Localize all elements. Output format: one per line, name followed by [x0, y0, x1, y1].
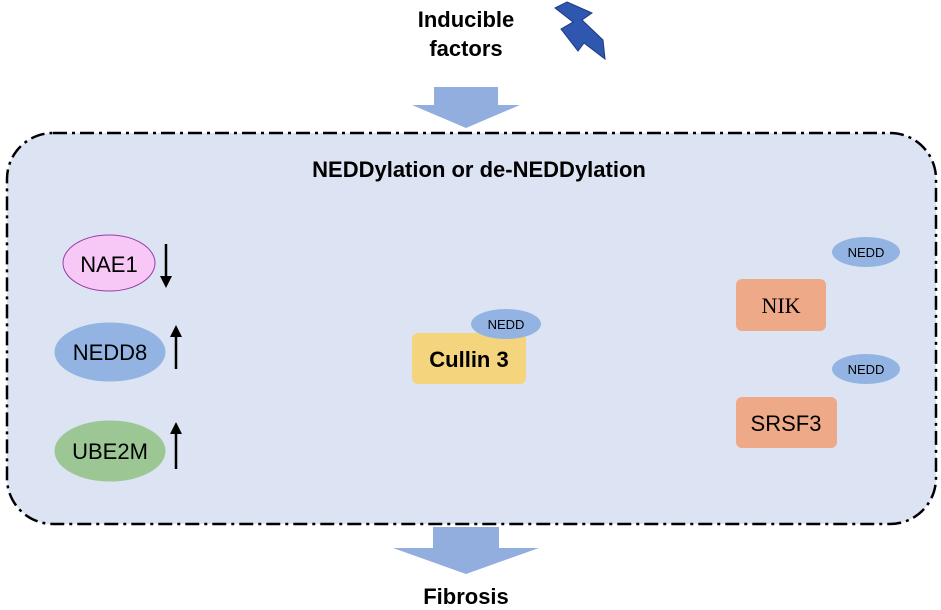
arrow-down-icon	[160, 244, 172, 288]
substrate-nik-tag	[832, 237, 900, 267]
enzyme-nae1-label: NAE1	[80, 252, 137, 277]
process-region	[5, 131, 938, 526]
substrate-cullin3: Cullin 3 NEDD	[412, 309, 541, 384]
substrate-srsf3-label: SRSF3	[751, 411, 822, 436]
substrate-cullin3-tag	[471, 309, 541, 339]
enzyme-ube2m: UBE2M	[54, 420, 182, 482]
enzyme-nedd8-label: NEDD8	[73, 340, 148, 365]
input-title-line2: factors	[429, 36, 502, 61]
enzyme-nedd8-shape	[54, 322, 166, 382]
substrate-cullin3-tag-label: NEDD	[488, 317, 525, 332]
substrate-nik: NEDD NIK	[736, 237, 900, 331]
substrate-cullin3-label: Cullin 3	[429, 347, 508, 372]
process-title: NEDDylation or de-NEDDylation	[312, 157, 646, 182]
arrow-up-icon	[170, 325, 182, 369]
enzyme-nedd8: NEDD8	[54, 322, 182, 382]
input-title-line1: Inducible	[418, 7, 515, 32]
lightning-bolt-icon	[554, 1, 606, 61]
substrate-nik-tag-label: NEDD	[848, 245, 885, 260]
output-flow-arrow	[393, 527, 539, 574]
enzyme-ube2m-label: UBE2M	[72, 439, 148, 464]
substrate-srsf3: NEDD SRSF3	[736, 354, 900, 448]
substrate-cullin3-box	[412, 333, 526, 384]
input-flow-arrow	[412, 87, 520, 128]
arrow-up-icon	[170, 422, 182, 469]
substrate-srsf3-tag-label: NEDD	[848, 362, 885, 377]
enzyme-ube2m-shape	[54, 420, 166, 482]
substrate-srsf3-tag	[832, 354, 900, 384]
substrate-nik-label: NIK	[761, 293, 800, 318]
substrate-srsf3-box	[736, 397, 837, 448]
enzyme-nae1-shape	[62, 234, 156, 292]
substrate-nik-box	[736, 279, 826, 331]
enzyme-nae1: NAE1	[62, 234, 172, 292]
output-label: Fibrosis	[423, 584, 509, 609]
